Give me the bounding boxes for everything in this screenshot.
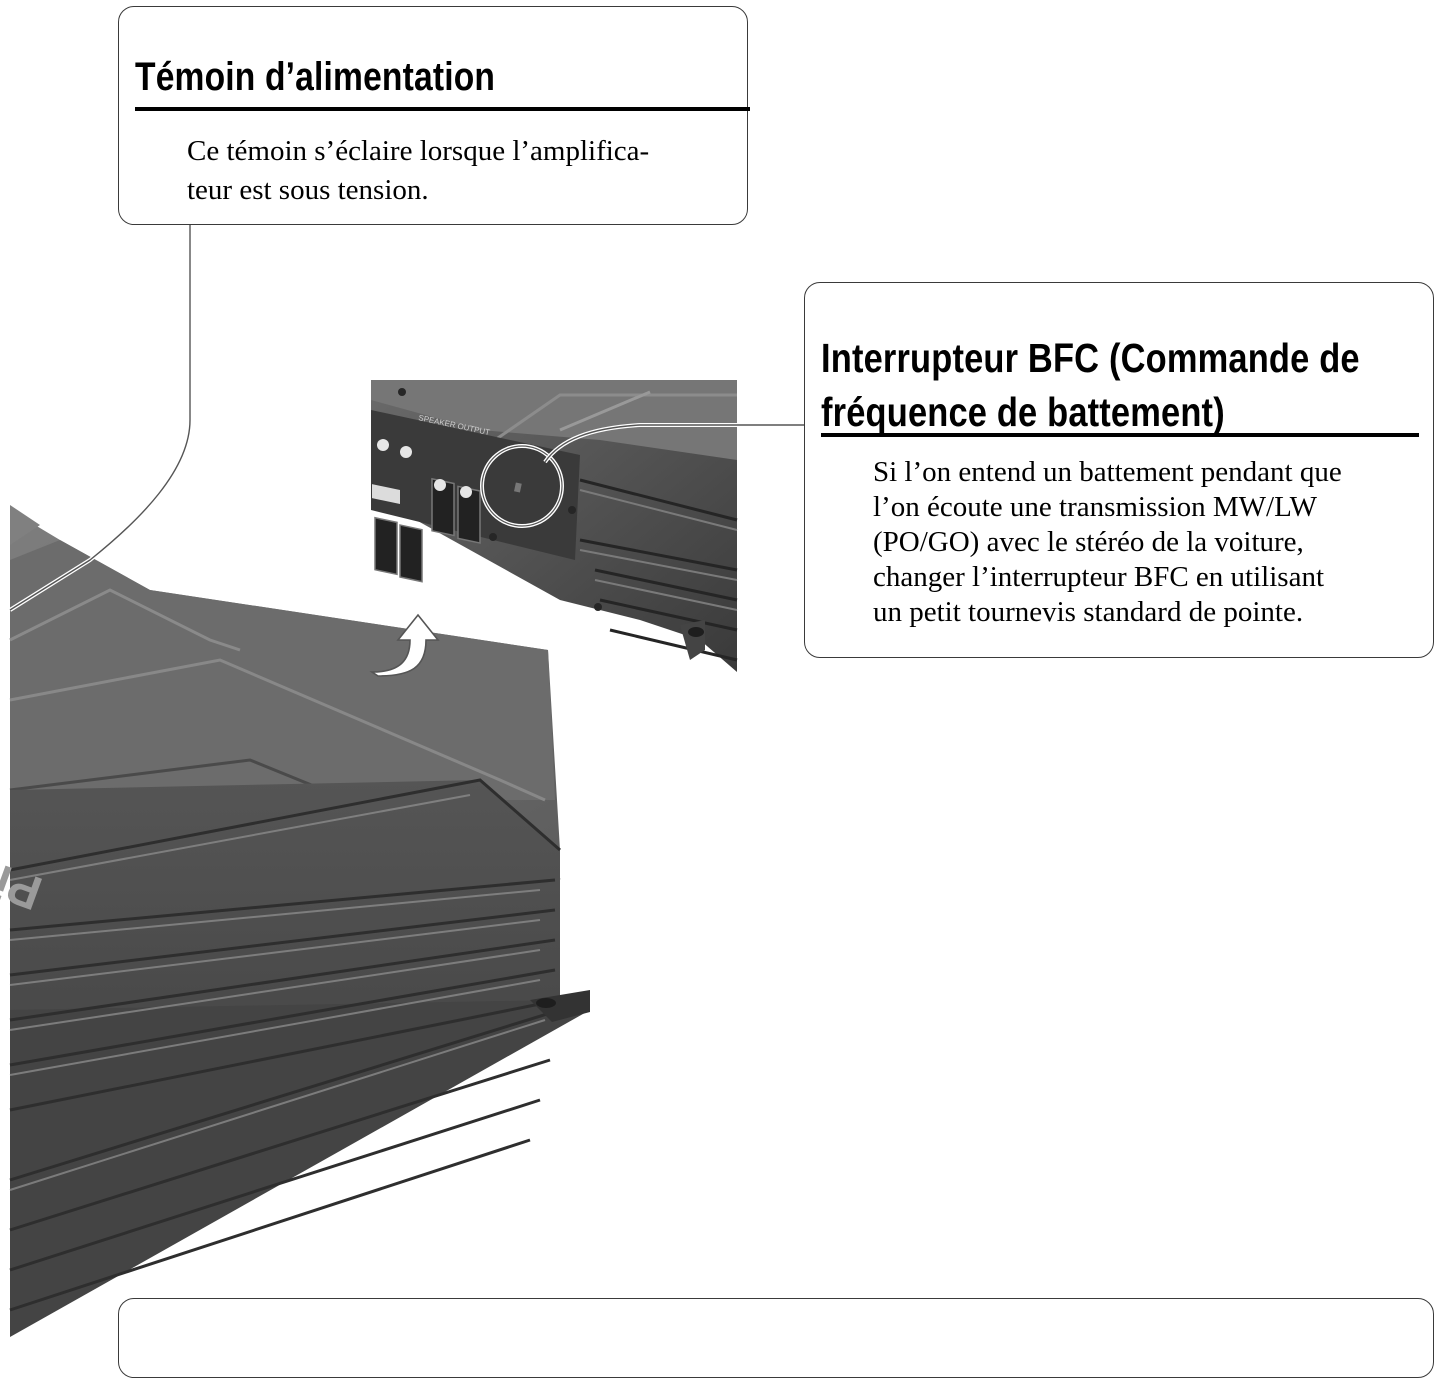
power-indicator-title: Témoin d’alimentation — [135, 55, 496, 99]
next-callout-box — [118, 1298, 1434, 1378]
power-indicator-text: Ce témoin s’éclaire lorsque l’amplifica-… — [187, 135, 650, 206]
amplifier-body: Pi — [0, 505, 590, 1337]
bfc-switch — [514, 482, 522, 493]
title-rule — [821, 433, 1419, 437]
bfc-closeup-inset: SPEAKER OUTPUT — [371, 380, 738, 672]
power-indicator-callout: Témoin d’alimentation Ce témoin s’éclair… — [118, 6, 750, 225]
curved-arrow-icon — [369, 613, 440, 677]
title-rule — [135, 107, 750, 111]
amplifier-illustration: Pi SPEAKER OUTPUT — [0, 225, 804, 1337]
